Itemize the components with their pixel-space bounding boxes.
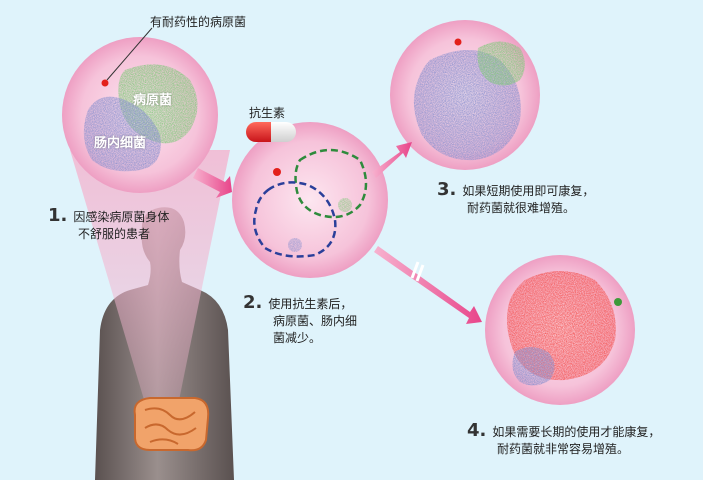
step-1-number: 1. (48, 205, 68, 226)
step-4-caption: 4. 如果需要长期的使用才能康复， 耐药菌就非常容易增殖。 (467, 422, 660, 458)
gut-bacteria-label: 肠内细菌 (94, 136, 147, 151)
pathogen-label: 病原菌 (133, 93, 173, 108)
resistant-bacteria-label: 有耐药性的病原菌 (150, 15, 247, 29)
step-2-line-3: 菌减少。 (273, 331, 322, 345)
antibiotic-label: 抗生素 (249, 106, 286, 120)
gut-bacteria-colony (83, 96, 161, 172)
step-3-line-2: 耐药菌就很难增殖。 (467, 201, 576, 215)
magnify-beam (70, 150, 230, 420)
step-1-line-1: 因感染病原菌身体 (73, 210, 170, 224)
arrow-1-to-2 (193, 168, 232, 198)
step-3-number: 3. (437, 179, 457, 200)
circle-short-term-recovery (390, 20, 540, 170)
resistant-bacteria-dot (273, 168, 281, 176)
circle-patient-infection (62, 27, 218, 193)
step-4-line-1: 如果需要长期的使用才能康复， (492, 425, 661, 439)
pathogen-colony (477, 41, 525, 86)
pathogen-dot (614, 298, 622, 306)
arrow-2-to-3 (372, 142, 412, 178)
step-3-line-1: 如果短期使用即可康复， (462, 184, 595, 198)
arrow-2-to-4 (374, 246, 482, 324)
circle-after-antibiotic (232, 122, 388, 278)
step-2-number: 2. (243, 292, 263, 313)
capsule-icon (246, 122, 296, 142)
step-1-caption: 1. 因感染病原菌身体 不舒服的患者 (48, 207, 169, 243)
circle-long-term-recovery (485, 255, 635, 405)
step-4-number: 4. (467, 420, 487, 441)
step-2-line-2: 病原菌、肠内细 (273, 314, 358, 328)
intestine-icon (133, 397, 210, 452)
callout-line (106, 27, 153, 81)
gut-bacteria-outline (253, 181, 337, 258)
resistant-bacteria-dot (454, 38, 462, 46)
step-4-line-2: 耐药菌就非常容易增殖。 (497, 442, 630, 456)
resistant-bacteria-dot (101, 79, 109, 87)
step-2-caption: 2. 使用抗生素后， 病原菌、肠内细 菌减少。 (243, 294, 357, 347)
step-1-line-2: 不舒服的患者 (78, 227, 151, 241)
gut-bacteria-colony (512, 347, 555, 386)
step-3-caption: 3. 如果短期使用即可康复， 耐药菌就很难增殖。 (437, 181, 594, 217)
step-2-line-1: 使用抗生素后， (268, 297, 353, 311)
